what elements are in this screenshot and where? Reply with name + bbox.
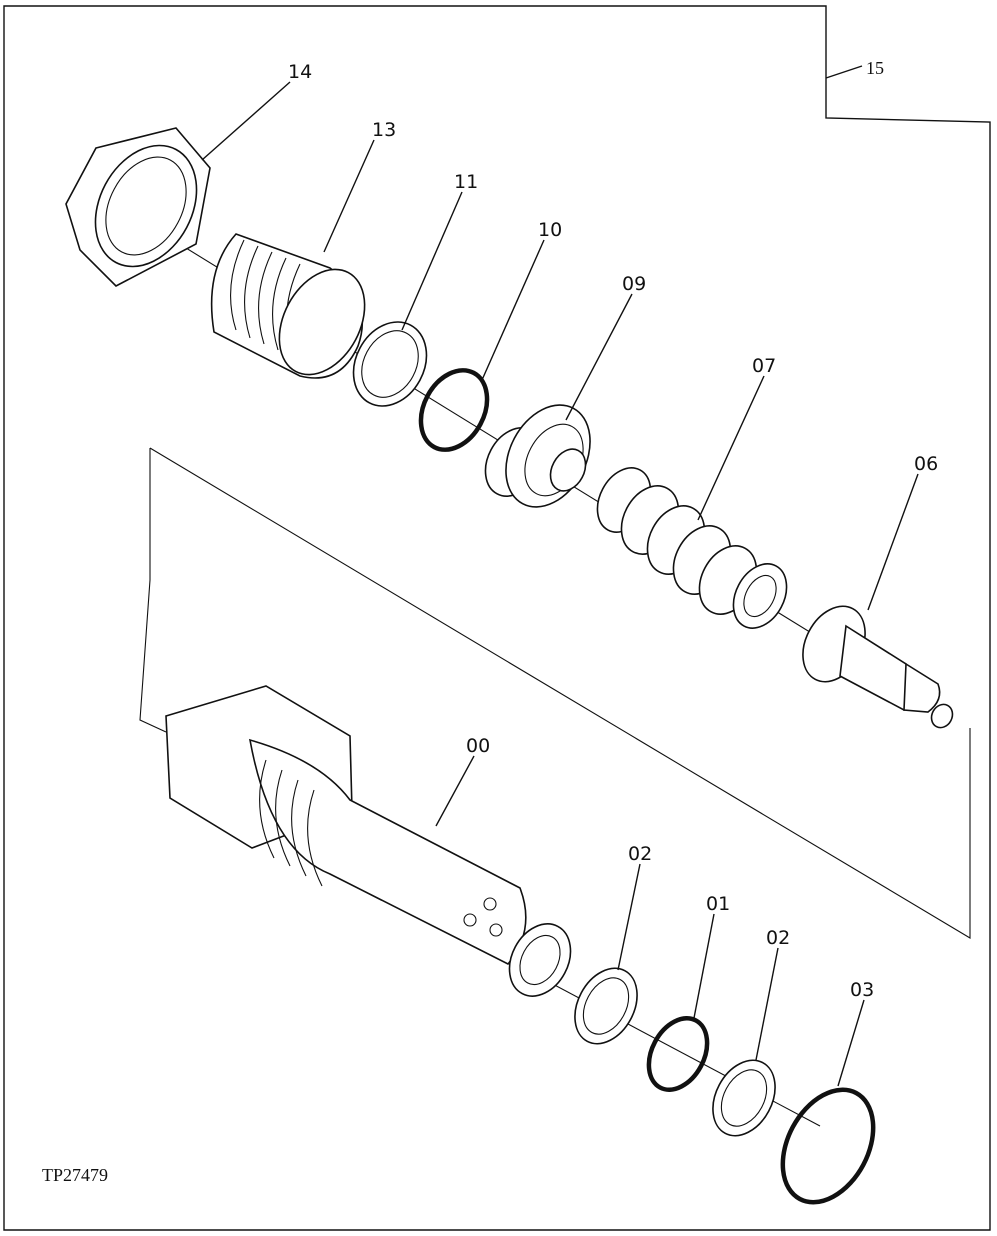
callout-14: 14 xyxy=(288,61,312,83)
part-hex-nut xyxy=(65,127,211,287)
callout-06: 06 xyxy=(914,453,938,475)
part-backup-ring-02b xyxy=(712,1059,776,1137)
part-threaded-plug xyxy=(210,233,366,379)
part-o-ring-10 xyxy=(418,368,490,452)
page-border xyxy=(3,5,991,1231)
part-spring-07 xyxy=(596,467,788,629)
callout-00: 00 xyxy=(466,735,490,757)
callout-11: 11 xyxy=(454,171,478,193)
callout-10: 10 xyxy=(538,219,562,241)
part-o-ring-03 xyxy=(780,1087,876,1205)
part-backup-ring-02a xyxy=(574,967,638,1045)
callout-03: 03 xyxy=(850,979,874,1001)
part-pilot-poppet-06 xyxy=(802,605,954,729)
part-washer-11 xyxy=(352,321,428,407)
part-o-ring-01 xyxy=(646,1016,710,1092)
callout-02-b: 02 xyxy=(766,927,790,949)
callout-01: 01 xyxy=(706,893,730,915)
callout-02-a: 02 xyxy=(628,843,652,865)
group-bracket xyxy=(139,447,971,939)
callout-15: 15 xyxy=(866,58,884,78)
part-poppet-09 xyxy=(484,404,591,508)
callout-13: 13 xyxy=(372,119,396,141)
figure-id: TP27479 xyxy=(42,1165,108,1185)
callout-09: 09 xyxy=(622,273,646,295)
callout-07: 07 xyxy=(752,355,776,377)
part-valve-body-00 xyxy=(165,685,572,997)
